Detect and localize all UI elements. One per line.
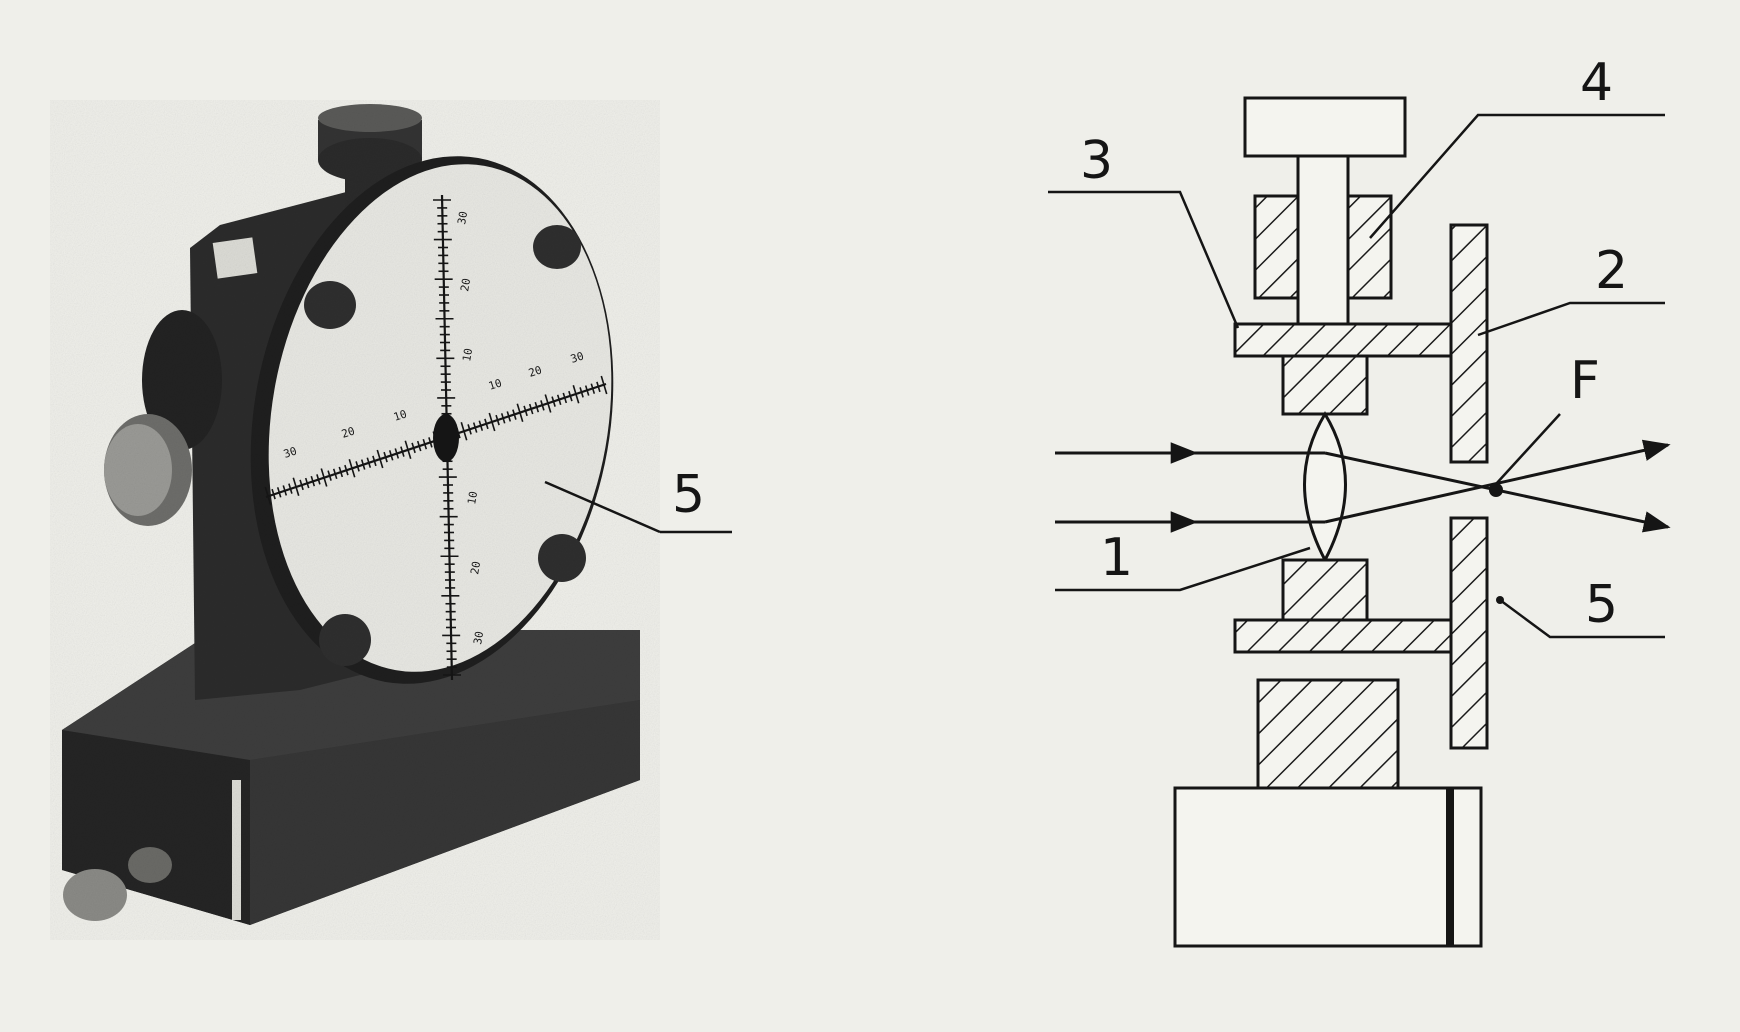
focal-point-marker	[1489, 483, 1503, 497]
label-part-2: 2	[1595, 241, 1628, 301]
lower-lens-mount	[1281, 558, 1369, 622]
optical-schematic: 3 4 2 F 1 5	[1048, 53, 1671, 948]
bushing-left	[1253, 194, 1300, 300]
lower-holder-plate	[1233, 618, 1453, 654]
top-cap	[1243, 96, 1407, 158]
bushing-right	[1346, 194, 1393, 300]
label-part-4: 4	[1580, 53, 1613, 113]
screen-upper	[1449, 223, 1489, 464]
label-focal-point: F	[1570, 351, 1600, 411]
photo-callout-label: 5	[672, 465, 705, 525]
lower-support-block	[1256, 678, 1400, 790]
label-part-1: 1	[1100, 528, 1133, 588]
label-part-3: 3	[1080, 131, 1113, 191]
leader-lines	[1048, 113, 1665, 639]
adjustment-stem	[1296, 154, 1350, 326]
label-part-5: 5	[1585, 575, 1618, 635]
lens	[1303, 411, 1347, 564]
upper-holder-plate	[1233, 322, 1453, 358]
light-rays	[1055, 439, 1671, 533]
schematic-base	[1173, 786, 1483, 948]
screen-lower	[1449, 516, 1489, 750]
upper-lens-mount	[1281, 354, 1369, 416]
device-photo: 30 20 10 10 20 30 30 20 10 10 20 30	[50, 100, 732, 940]
